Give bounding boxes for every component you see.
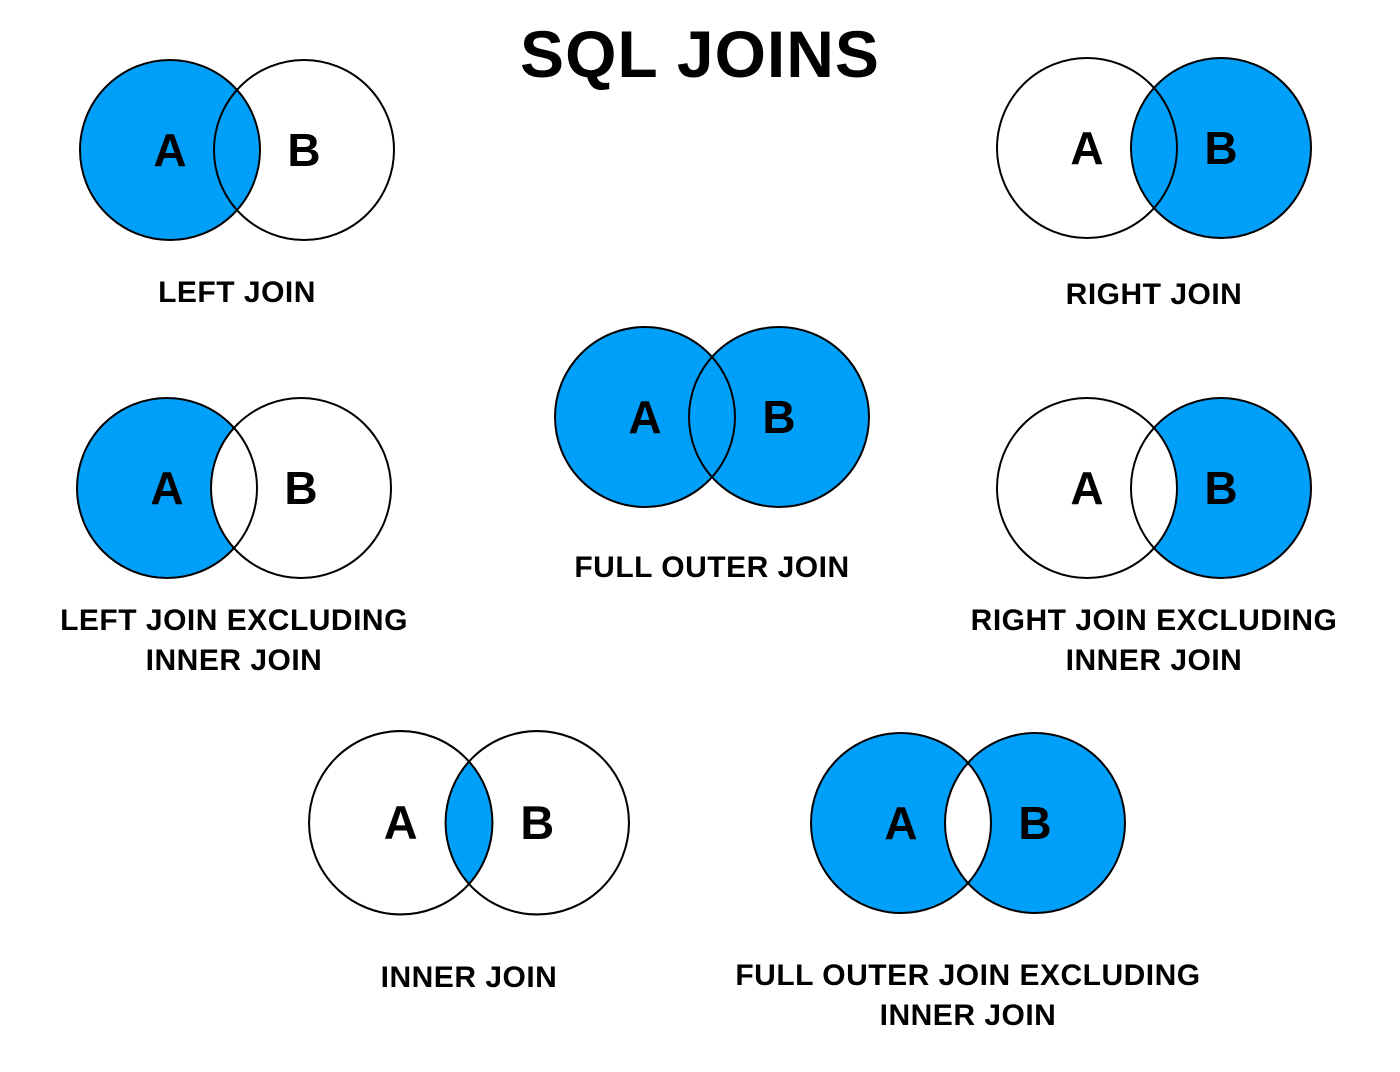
circle-a-outline	[996, 57, 1178, 239]
circle-b-label: B	[287, 124, 320, 176]
venn-left-join-caption: LEFT JOIN	[158, 276, 316, 309]
circle-a-outline	[554, 326, 736, 508]
circle-a-outline	[76, 397, 258, 579]
venn-full-outer-join-caption: FULL OUTER JOIN	[574, 551, 850, 584]
circle-a-label: A	[1070, 122, 1103, 174]
circle-a-outline	[79, 59, 261, 241]
venn-right-join-caption: RIGHT JOIN	[1065, 278, 1243, 311]
circle-a-label: A	[153, 124, 186, 176]
venn-full-outer-join-excluding-inner-join-caption: FULL OUTER JOIN EXCLUDING INNER JOIN	[735, 959, 1201, 1033]
circle-b-label: B	[1204, 122, 1237, 174]
circle-a-outline	[996, 397, 1178, 579]
circle-a-label: A	[628, 391, 661, 443]
circle-b-outline	[688, 326, 870, 508]
venn-inner-join-caption: INNER JOIN	[380, 960, 558, 994]
circle-b-outline	[444, 730, 630, 916]
circle-b-outline	[1130, 397, 1312, 579]
circle-a-label: A	[1070, 462, 1103, 514]
circle-a-outline	[810, 732, 992, 914]
circle-a-label: A	[150, 462, 183, 514]
circle-a-outline	[308, 730, 494, 916]
circle-b-label: B	[1018, 797, 1051, 849]
venn-left-join-excluding-inner-join-caption: LEFT JOIN EXCLUDING INNER JOIN	[60, 604, 408, 678]
circle-b-label: B	[762, 391, 795, 443]
circle-b-outline	[213, 59, 395, 241]
page-title: SQL JOINS	[520, 17, 880, 91]
circle-b-outline	[210, 397, 392, 579]
circle-b-outline	[1130, 57, 1312, 239]
circle-b-outline	[944, 732, 1126, 914]
venn-right-join-excluding-inner-join-caption: RIGHT JOIN EXCLUDING INNER JOIN	[970, 604, 1338, 678]
circle-a-label: A	[384, 797, 418, 849]
circle-b-label: B	[520, 797, 554, 849]
circle-a-label: A	[884, 797, 917, 849]
circle-b-label: B	[284, 462, 317, 514]
circle-b-label: B	[1204, 462, 1237, 514]
